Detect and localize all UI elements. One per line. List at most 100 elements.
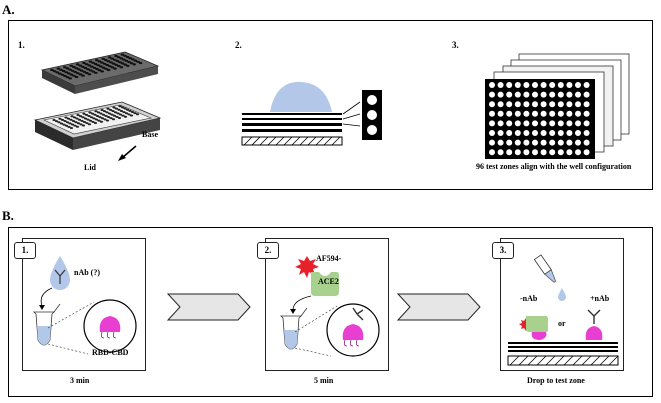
- test-zone-dot: [557, 149, 564, 156]
- panel-b-label: B.: [2, 208, 14, 223]
- well: [118, 105, 122, 108]
- well: [60, 73, 65, 76]
- well: [52, 70, 57, 73]
- well: [117, 108, 121, 111]
- test-zone-dot: [549, 149, 556, 156]
- test-zone-dot: [557, 120, 564, 127]
- test-zone-dot: [489, 110, 495, 117]
- well: [104, 114, 108, 117]
- well: [129, 114, 134, 117]
- test-zone-dot: [549, 82, 556, 88]
- test-zone-dot: [532, 130, 538, 136]
- well: [96, 64, 100, 67]
- well: [88, 119, 93, 122]
- well: [100, 61, 104, 64]
- well: [68, 77, 72, 80]
- test-zone-dot: [532, 149, 538, 156]
- test-zone-dot: [532, 120, 538, 127]
- test-zone-dot: [489, 91, 495, 98]
- well: [74, 121, 78, 124]
- well: [87, 64, 91, 67]
- test-zone-dot: [514, 120, 521, 127]
- well: [108, 108, 113, 111]
- well: [77, 68, 81, 71]
- test-zone-dot: [514, 139, 521, 146]
- well: [78, 64, 82, 67]
- well: [88, 60, 93, 63]
- well: [114, 107, 119, 110]
- a-step3-caption: 96 test zones align with the well config…: [476, 162, 632, 171]
- well: [59, 68, 63, 71]
- well: [68, 68, 72, 71]
- well: [86, 118, 90, 121]
- panel-a-label: A.: [2, 2, 15, 17]
- well: [123, 54, 127, 57]
- well: [100, 117, 105, 120]
- well: [113, 67, 117, 70]
- test-zone-dot: [549, 110, 556, 117]
- well: [115, 115, 119, 118]
- well: [133, 112, 137, 115]
- well: [58, 117, 62, 120]
- well: [124, 112, 129, 115]
- well: [93, 122, 98, 125]
- test-zone-dot: [497, 82, 504, 88]
- test-zone-dot: [523, 130, 530, 136]
- well: [87, 123, 92, 126]
- well: [76, 122, 81, 125]
- well: [72, 65, 76, 69]
- well: [81, 124, 86, 127]
- test-zone-dot: [497, 149, 504, 156]
- well: [114, 63, 118, 66]
- test-zone-dot: [514, 91, 521, 98]
- well: [79, 69, 84, 72]
- well: [76, 72, 80, 75]
- well: [54, 120, 59, 123]
- well: [123, 107, 127, 110]
- well: [64, 71, 68, 74]
- test-zone-dot: [566, 130, 573, 136]
- well: [91, 70, 95, 73]
- well: [84, 63, 89, 66]
- well: [136, 60, 140, 63]
- well: [73, 70, 77, 74]
- test-zone-dot: [557, 91, 564, 98]
- well: [128, 57, 132, 60]
- well: [87, 115, 91, 118]
- test-zone-dot: [489, 130, 495, 136]
- well: [101, 113, 106, 116]
- well: [104, 58, 108, 62]
- test-zone-dot: [557, 139, 564, 146]
- well: [117, 117, 122, 120]
- test-zone-dot: [523, 91, 530, 98]
- well: [105, 63, 109, 67]
- well: [95, 67, 99, 71]
- well: [106, 107, 110, 110]
- well: [84, 113, 89, 116]
- well: [125, 55, 130, 59]
- test-zone-dot: [583, 120, 590, 127]
- well: [78, 73, 83, 76]
- test-zone-dot: [566, 101, 573, 108]
- test-zone-dot: [532, 139, 538, 146]
- b-step2-time: 5 min: [314, 376, 334, 385]
- test-zone-dot: [523, 110, 530, 117]
- well: [83, 117, 88, 120]
- well: [80, 119, 84, 122]
- well: [92, 117, 96, 120]
- well: [82, 121, 87, 123]
- well: [67, 125, 71, 128]
- test-zone-dot: [566, 82, 573, 88]
- well: [109, 61, 113, 64]
- well: [105, 111, 109, 114]
- test-zone-dot: [540, 91, 547, 98]
- chevron-arrow-1: [166, 293, 251, 321]
- well: [69, 118, 73, 121]
- well: [102, 62, 107, 65]
- well: [69, 127, 74, 130]
- well: [65, 121, 70, 124]
- test-zone-dot: [557, 130, 564, 136]
- well: [60, 118, 65, 121]
- b-step1-illustration: [33, 256, 137, 355]
- well: [138, 61, 143, 65]
